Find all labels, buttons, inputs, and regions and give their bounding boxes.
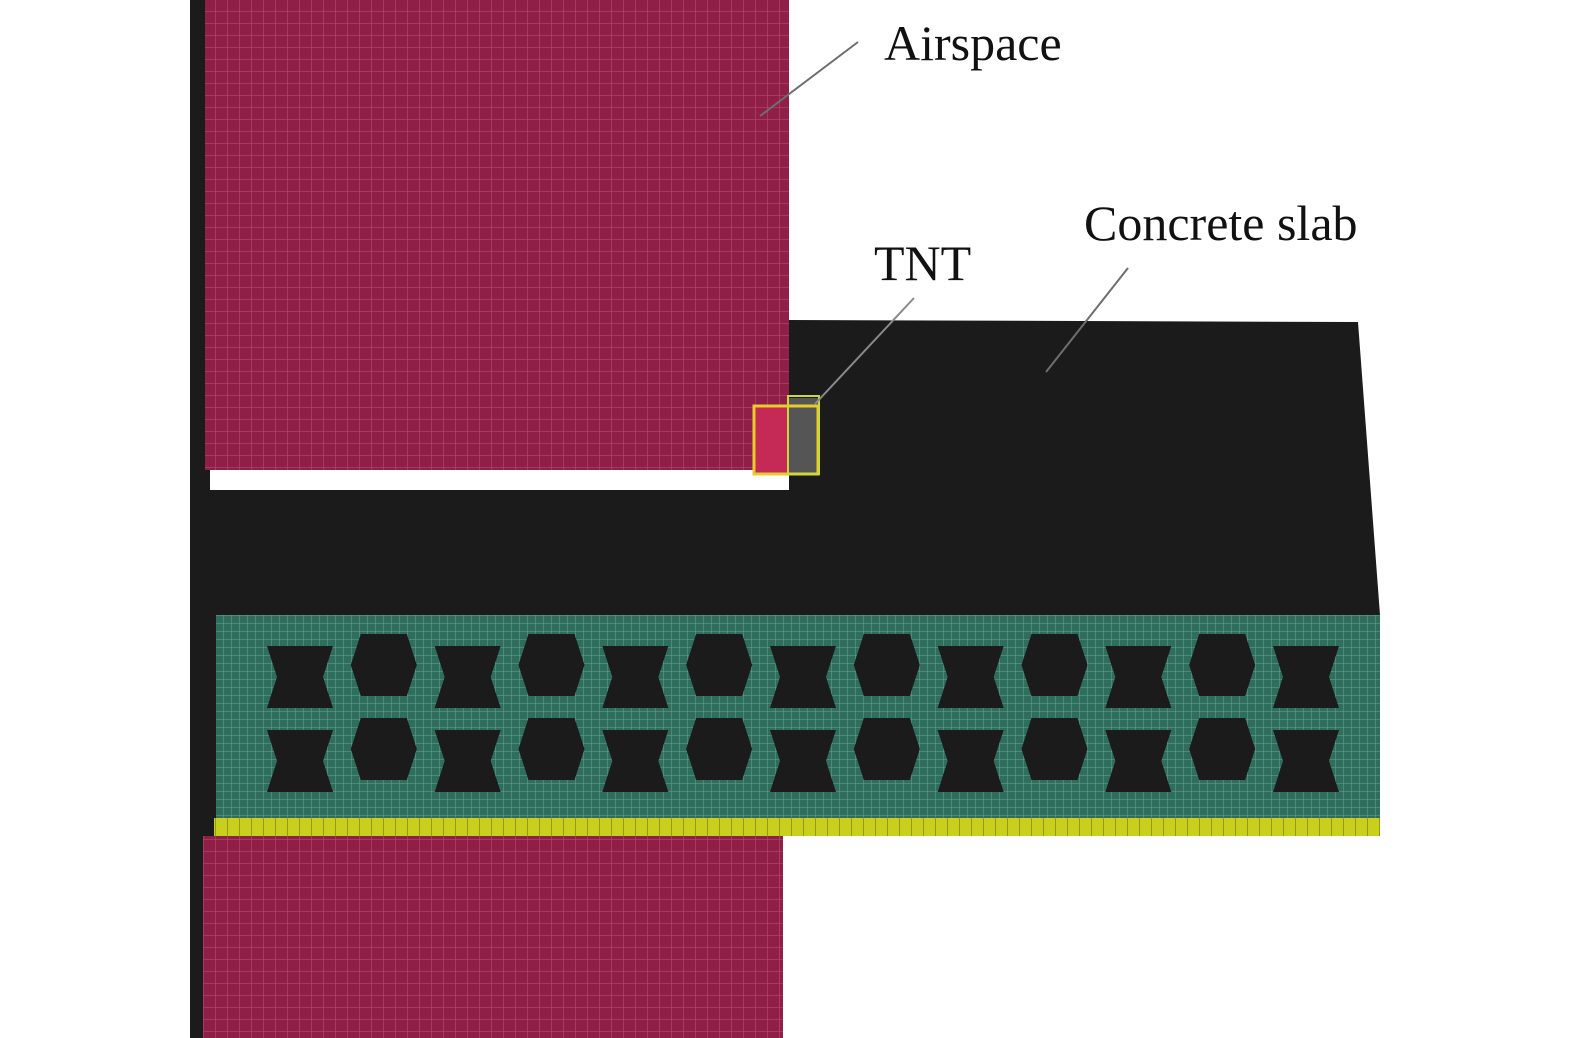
core-void-cell [434, 646, 501, 708]
tnt-charge [752, 395, 820, 476]
core-void-cell [1021, 718, 1088, 780]
core-void-cell [853, 718, 920, 780]
tnt-leader-line [814, 297, 915, 405]
core-void-cell [1105, 646, 1172, 708]
core-void-cell [1189, 634, 1256, 696]
core-void-cell [602, 730, 669, 792]
core-void-cell [1273, 646, 1339, 708]
core-void-cell [267, 646, 333, 708]
airspace-leader-line [759, 41, 859, 117]
core-void-cell [602, 646, 669, 708]
core-void-cell [1021, 634, 1088, 696]
core-void-cell [937, 646, 1004, 708]
airspace-lower-region [203, 836, 783, 1038]
core-void-cell [350, 718, 417, 780]
bottom-plate [214, 818, 1380, 836]
core-void-cell [1105, 730, 1172, 792]
core-void-cell [937, 730, 1004, 792]
core-void-cell [770, 646, 836, 708]
core-void-cell [267, 730, 333, 792]
core-void-cell [350, 634, 417, 696]
core-void-cell [686, 718, 753, 780]
airspace-label: Airspace [884, 15, 1062, 71]
core-void-cell [1273, 730, 1339, 792]
airspace-upper-region [205, 0, 789, 470]
core-void-cell [518, 634, 585, 696]
core-void-cell [770, 730, 836, 792]
core-void-cell [686, 634, 753, 696]
core-void-cell [434, 730, 501, 792]
core-void-cell [518, 718, 585, 780]
concrete-slab-label: Concrete slab [1084, 195, 1358, 251]
core-void-cell [1189, 718, 1256, 780]
tnt-label: TNT [874, 235, 972, 291]
core-voids [267, 634, 1339, 792]
core-void-cell [853, 634, 920, 696]
concrete-slab-leader-line [1045, 267, 1129, 373]
